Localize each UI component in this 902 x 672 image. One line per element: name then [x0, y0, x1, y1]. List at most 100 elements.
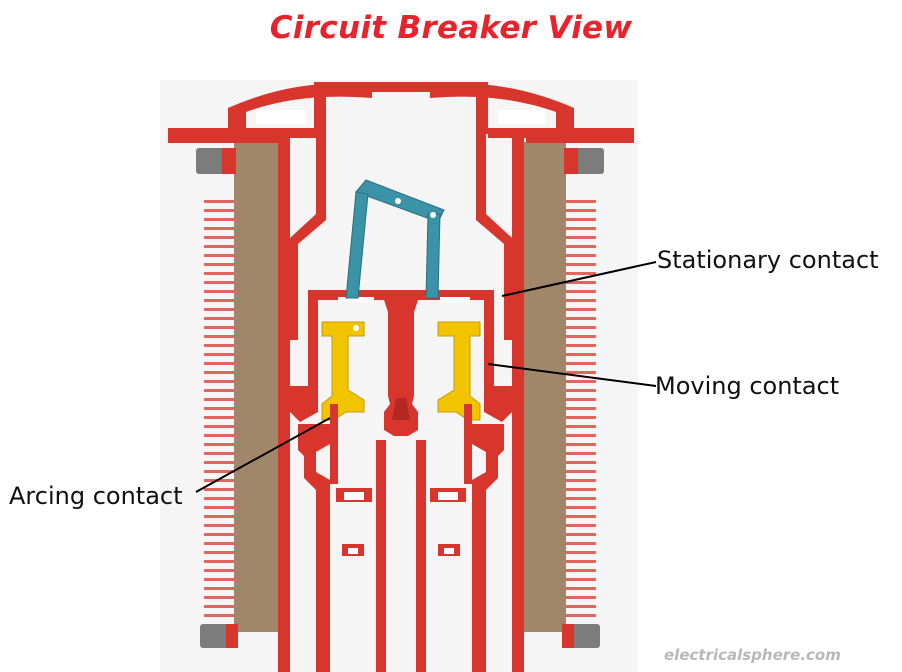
central-contact-rod: [384, 300, 418, 436]
insulator-fin: [566, 353, 596, 356]
insulator-fin: [204, 299, 234, 302]
insulator-fin: [566, 479, 596, 482]
insulator-fin: [566, 344, 596, 347]
insulator-fin: [566, 389, 596, 392]
insulator-fin: [204, 200, 234, 203]
insulator-fin: [566, 443, 596, 446]
top-housing: [168, 82, 634, 143]
insulator-fin: [566, 461, 596, 464]
insulator-fin: [566, 452, 596, 455]
left-insulator-fins: [204, 200, 234, 617]
insulator-fin: [204, 488, 234, 491]
insulator-fin: [566, 560, 596, 563]
insulator-fin: [566, 524, 596, 527]
insulator-fin: [566, 308, 596, 311]
insulator-fin: [204, 533, 234, 536]
insulator-fin: [566, 299, 596, 302]
insulator-fin: [566, 506, 596, 509]
insulator-fin: [204, 308, 234, 311]
insulator-fin: [566, 200, 596, 203]
insulator-fin: [566, 470, 596, 473]
insulator-fin: [204, 290, 234, 293]
insulator-fin: [204, 272, 234, 275]
insulator-fin: [204, 479, 234, 482]
operating-linkage: [345, 179, 445, 299]
insulator-fin: [204, 263, 234, 266]
upper-sleeve: [290, 134, 512, 340]
insulator-fin: [566, 434, 596, 437]
insulator-fin: [566, 569, 596, 572]
insulator-fin: [566, 614, 596, 617]
insulator-fin: [566, 578, 596, 581]
insulator-fin: [204, 344, 234, 347]
insulator-fin: [566, 515, 596, 518]
insulator-fin: [566, 326, 596, 329]
arcing-contact-label: Arcing contact: [9, 482, 183, 510]
moving-contact-assembly: [298, 404, 504, 672]
insulator-fin: [204, 614, 234, 617]
insulator-fin: [566, 245, 596, 248]
insulator-fin: [566, 317, 596, 320]
insulator-fin: [566, 533, 596, 536]
insulator-fin: [204, 524, 234, 527]
insulator-fin: [204, 227, 234, 230]
insulator-fin: [566, 488, 596, 491]
insulator-fin: [566, 605, 596, 608]
insulator-fin: [204, 362, 234, 365]
insulator-fin: [566, 398, 596, 401]
insulator-fin: [204, 335, 234, 338]
insulator-fin: [566, 596, 596, 599]
insulator-fin: [566, 380, 596, 383]
insulator-fin: [204, 461, 234, 464]
arcing-contact-fingers: [321, 321, 481, 421]
insulator-fin: [204, 281, 234, 284]
insulator-fin: [204, 434, 234, 437]
insulator-fin: [566, 227, 596, 230]
insulator-fin: [204, 578, 234, 581]
insulator-fin: [204, 353, 234, 356]
insulator-fin: [204, 371, 234, 374]
insulator-fin: [566, 263, 596, 266]
stationary-contact-leader: [501, 261, 657, 297]
moving-contact-leader: [487, 363, 657, 387]
insulator-fin: [204, 317, 234, 320]
insulator-fin: [566, 254, 596, 257]
insulator-fin: [566, 335, 596, 338]
insulator-fin: [566, 542, 596, 545]
insulator-fin: [204, 605, 234, 608]
insulator-fin: [566, 272, 596, 275]
insulator-fin: [566, 416, 596, 419]
insulator-fin: [204, 245, 234, 248]
insulator-fin: [204, 452, 234, 455]
insulator-fin: [566, 551, 596, 554]
insulator-fin: [204, 596, 234, 599]
left-insulator-column: [234, 142, 278, 632]
insulator-fin: [566, 236, 596, 239]
insulator-fin: [566, 362, 596, 365]
insulator-fin: [204, 470, 234, 473]
insulator-fin: [566, 425, 596, 428]
insulator-fin: [566, 209, 596, 212]
diagram-title: Circuit Breaker View: [269, 10, 633, 46]
insulator-fin: [204, 497, 234, 500]
insulator-fin: [204, 236, 234, 239]
insulator-fin: [566, 497, 596, 500]
insulator-fin: [566, 407, 596, 410]
stationary-contact-label: Stationary contact: [657, 246, 879, 274]
insulator-fin: [204, 587, 234, 590]
stationary-contact-assembly: [290, 290, 512, 422]
right-inner-wall: [512, 138, 524, 672]
left-inner-wall: [278, 138, 290, 672]
right-insulator-fins: [566, 200, 596, 617]
insulator-fin: [204, 209, 234, 212]
insulator-fin: [204, 218, 234, 221]
insulator-fin: [204, 506, 234, 509]
insulator-fin: [204, 560, 234, 563]
arcing-contact-leader: [195, 417, 331, 493]
insulator-fin: [204, 443, 234, 446]
insulator-fin: [204, 398, 234, 401]
insulator-fin: [566, 218, 596, 221]
insulator-fin: [566, 290, 596, 293]
insulator-fin: [204, 569, 234, 572]
